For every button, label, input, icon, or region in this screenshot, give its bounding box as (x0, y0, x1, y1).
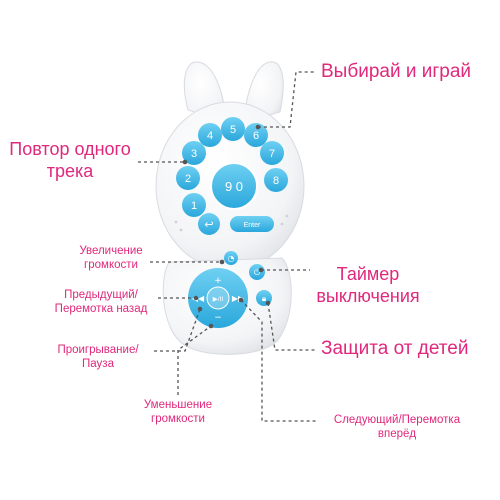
dpad (188, 268, 248, 328)
key-3-label: 3 (191, 148, 197, 160)
volume-up-key[interactable] (224, 251, 238, 265)
key-2[interactable] (176, 166, 200, 190)
label-timer-line1: Таймер (336, 264, 400, 284)
key-2-label: 2 (185, 173, 191, 185)
key-8[interactable] (264, 168, 288, 192)
label-child-lock: Защита от детей (321, 338, 469, 359)
key-3[interactable] (182, 141, 206, 165)
leader-endpoints (182, 124, 271, 329)
key-7-label: 7 (269, 148, 275, 160)
label-previous-line2: Перемотка назад (54, 302, 148, 315)
label-volume-down-line1: Уменьшение (143, 399, 213, 411)
repeat-icon: ↩ (204, 218, 213, 231)
label-timer-line2: выключения (316, 285, 420, 306)
leader-volume-down (177, 325, 212, 395)
speaker-holes (174, 214, 289, 232)
leader-play-pause (154, 308, 201, 352)
enter-key-label: Enter (244, 222, 261, 229)
key-6-label: 6 (253, 130, 259, 142)
minus-icon[interactable]: − (214, 313, 222, 323)
key-1-label: 1 (191, 200, 197, 212)
number-keypad: 1 2 3 4 5 6 7 8 (176, 117, 288, 217)
label-volume-up-line1: Увеличение (79, 245, 143, 257)
key-6[interactable] (244, 123, 268, 147)
label-volume-down: Уменьшение громкости (128, 399, 228, 427)
previous-icon[interactable]: ◀◀ (192, 294, 205, 303)
key-4-label: 4 (207, 130, 213, 142)
key-4[interactable] (198, 123, 222, 147)
plus-icon[interactable]: + (214, 276, 222, 286)
label-play-pause-line1: Проигрывание/ (57, 344, 139, 356)
key-9-0-label: 9 0 (225, 179, 243, 194)
label-next-line2: вперёд (377, 427, 417, 440)
label-select-play: Выбирай и играй (321, 61, 472, 82)
label-play-pause-line2: Пауза (82, 357, 114, 370)
volume-up-icon: ◔ (228, 254, 235, 263)
label-volume-up-line2: громкости (84, 258, 138, 271)
key-9-0[interactable] (210, 162, 258, 210)
label-timer: Таймер выключения (306, 264, 430, 307)
leader-select-play (258, 71, 315, 128)
key-8-label: 8 (273, 175, 279, 187)
next-icon[interactable]: ▶▶ (232, 294, 245, 303)
leader-next (240, 299, 318, 422)
play-pause-key-label: ▶/II (213, 296, 224, 303)
key-1[interactable] (182, 193, 206, 217)
timer-icon: ⏻ (254, 268, 261, 277)
label-previous: Предыдущий/ Перемотка назад (41, 289, 161, 317)
key-5-label: 5 (230, 124, 236, 136)
leader-lines (138, 71, 318, 422)
label-repeat-one-line2: трека (46, 160, 94, 181)
label-repeat-one-line1: Повтор одного (9, 139, 131, 159)
repeat-key[interactable] (198, 213, 220, 235)
label-play-pause: Проигрывание/ Пауза (43, 344, 153, 372)
play-pause-key[interactable] (206, 286, 230, 310)
label-repeat-one: Повтор одного трека (0, 139, 140, 182)
lock-icon: 🔒︎ (262, 294, 266, 303)
label-next: Следующий/Перемотка вперёд (317, 414, 477, 442)
key-7[interactable] (260, 141, 284, 165)
label-next-line1: Следующий/Перемотка (333, 414, 461, 426)
label-volume-up: Увеличение громкости (66, 245, 156, 273)
enter-key[interactable] (230, 216, 274, 232)
label-volume-down-line2: громкости (151, 412, 205, 425)
label-previous-line1: Предыдущий/ (64, 289, 138, 301)
key-5[interactable] (221, 117, 245, 141)
